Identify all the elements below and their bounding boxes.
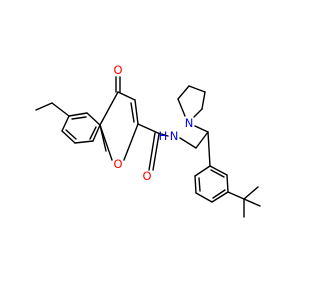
bond-pyr-5 bbox=[193, 108, 203, 118]
bond-pyr-4 bbox=[201, 91, 206, 110]
bond-amide-co-1 bbox=[148, 132, 156, 171]
bond-benzo-3 bbox=[86, 112, 101, 126]
bond-pyranone-inner bbox=[130, 102, 135, 123]
structure-drawing: O O O N H N bbox=[35, 63, 261, 218]
bond-phenyl-4 bbox=[211, 191, 229, 203]
bond-ch-phenyl bbox=[207, 131, 211, 167]
bond-n-ch2 bbox=[179, 137, 197, 149]
bond-phenyl-5 bbox=[226, 174, 229, 193]
bond-layer bbox=[35, 76, 261, 218]
bond-phenyl-3 bbox=[195, 192, 213, 203]
amide-oxygen-label: O bbox=[142, 169, 151, 183]
bond-pyr-3 bbox=[188, 85, 206, 93]
bond-benzo-2 bbox=[68, 112, 88, 117]
bond-pyr-2 bbox=[177, 85, 190, 100]
bond-benzo-inner-3 bbox=[65, 129, 77, 140]
bond-ethyl-2 bbox=[35, 102, 53, 111]
bond-benzo-5 bbox=[74, 140, 94, 144]
bond-phenyl-inner-3 bbox=[210, 169, 225, 178]
amide-nitrogen-label: N bbox=[170, 129, 179, 143]
bond-pyranone-3 bbox=[134, 99, 139, 125]
bond-phenyl-1 bbox=[194, 165, 211, 177]
bond-pyranone-1 bbox=[99, 91, 119, 126]
bond-amide-co-2 bbox=[152, 133, 160, 171]
bond-pyranone-4 bbox=[123, 123, 139, 161]
bond-pyranone-5 bbox=[99, 124, 113, 161]
bond-tbu-1 bbox=[227, 191, 245, 200]
bond-ch-npyr bbox=[194, 125, 209, 133]
bond-phenyl-2 bbox=[194, 175, 197, 194]
ketone-oxygen-label: O bbox=[113, 63, 122, 77]
ring-oxygen-label: O bbox=[113, 157, 122, 171]
bond-benzo-inner-1 bbox=[71, 116, 87, 120]
bond-benzo-4 bbox=[92, 124, 101, 142]
bond-tbu-methyl-1 bbox=[243, 186, 259, 200]
pyrrolidine-nitrogen-label: N bbox=[185, 116, 194, 130]
bond-pyranone-2 bbox=[117, 91, 136, 101]
bond-benzo-6 bbox=[61, 130, 76, 144]
bond-ch2-ch bbox=[195, 131, 209, 149]
bond-phenyl-6 bbox=[209, 165, 228, 176]
amide-hydrogen-label: H bbox=[159, 129, 168, 143]
bond-ethyl-1 bbox=[51, 102, 70, 117]
bond-pyr-1 bbox=[177, 98, 186, 117]
bond-phenyl-inner-2 bbox=[212, 189, 226, 199]
bond-benzo-inner-2 bbox=[89, 126, 97, 140]
bond-benzo-1 bbox=[61, 115, 70, 132]
bond-amide-cn bbox=[157, 132, 169, 137]
bond-amide-c bbox=[137, 123, 159, 134]
bond-tbu-methyl-2 bbox=[243, 198, 261, 207]
bond-phenyl-inner-1 bbox=[198, 177, 201, 192]
molecule-canvas: O O O N H N bbox=[35, 63, 261, 218]
atom-label-layer: O O O N H N bbox=[113, 63, 193, 183]
